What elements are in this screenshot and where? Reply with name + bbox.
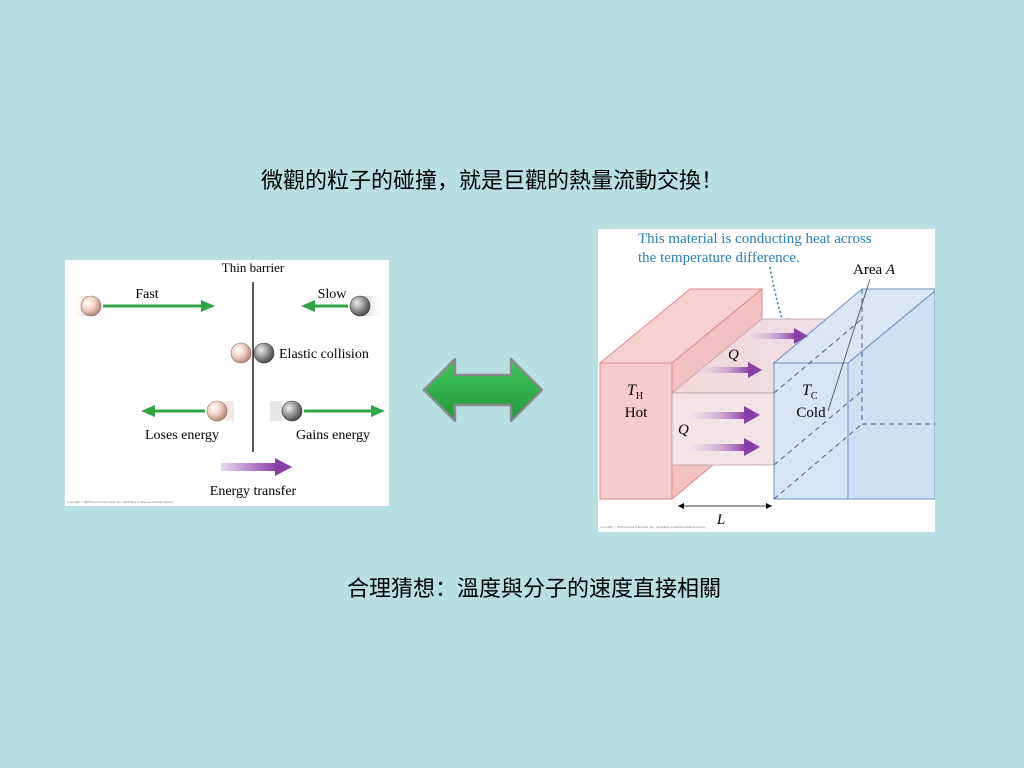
slide-subheading: 合理猜想：溫度與分子的速度直接相關 [346, 577, 721, 602]
q-label-top: Q [728, 347, 739, 363]
q-arrow-icon-3 [744, 406, 760, 424]
slow-particle [349, 295, 371, 317]
area-symbol: A [885, 262, 896, 278]
caption-line1: This material is conducting heat across [638, 231, 872, 247]
heat-conduction-figure: This material is conducting heat across … [598, 229, 936, 532]
barrier-label: Thin barrier [222, 260, 285, 275]
collision-figure: Thin barrier Fast Slow Elastic collision… [65, 260, 389, 506]
fast-particle [80, 295, 102, 317]
hot-temp-symbol: T [627, 382, 637, 399]
slow-label: Slow [318, 287, 348, 302]
q-arrow-icon-4 [744, 438, 760, 456]
cold-temp-sub: C [811, 391, 818, 402]
loses-arrow-icon [141, 405, 155, 417]
length-label: L [716, 512, 725, 528]
slab-front [671, 392, 775, 466]
slow-arrow-icon [301, 300, 315, 312]
cold-label: Cold [796, 405, 826, 421]
fast-label: Fast [135, 287, 158, 302]
hot-block-front [599, 362, 673, 500]
collision-label: Elastic collision [279, 347, 369, 362]
area-pointer [827, 278, 871, 412]
loses-label: Loses energy [145, 428, 219, 443]
double-headed-arrow-icon [422, 357, 544, 426]
transfer-label: Energy transfer [210, 484, 297, 499]
fast-arrow-icon [201, 300, 215, 312]
slowed-particle [206, 400, 228, 422]
hot-label: Hot [625, 405, 648, 421]
right-copyright: Copyright © 2008 Pearson Education, Inc.… [600, 524, 706, 530]
gains-arrow-icon [371, 405, 385, 417]
area-label: Area [853, 262, 882, 278]
sped-particle [281, 400, 303, 422]
colliding-particle-grey [253, 342, 275, 364]
slide-heading: 微觀的粒子的碰撞，就是巨觀的熱量流動交換！ [260, 169, 723, 194]
energy-transfer-arrow-icon [275, 458, 292, 476]
svg-text:Area A: Area A [853, 262, 896, 278]
caption-line2: the temperature difference. [638, 250, 800, 266]
cold-temp-symbol: T [802, 382, 812, 399]
gains-label: Gains energy [296, 428, 370, 443]
caption-pointer [769, 266, 785, 326]
q-arrow-icon-1 [794, 328, 808, 344]
q-label-front: Q [678, 422, 689, 438]
colliding-particle-pink [230, 342, 252, 364]
svg-text:TC: TC [802, 382, 818, 402]
svg-text:TH: TH [627, 382, 643, 402]
hot-temp-sub: H [636, 391, 643, 402]
q-arrow-icon-2 [748, 362, 762, 378]
left-copyright: Copyright © 2008 Pearson Education, Inc.… [67, 499, 173, 505]
